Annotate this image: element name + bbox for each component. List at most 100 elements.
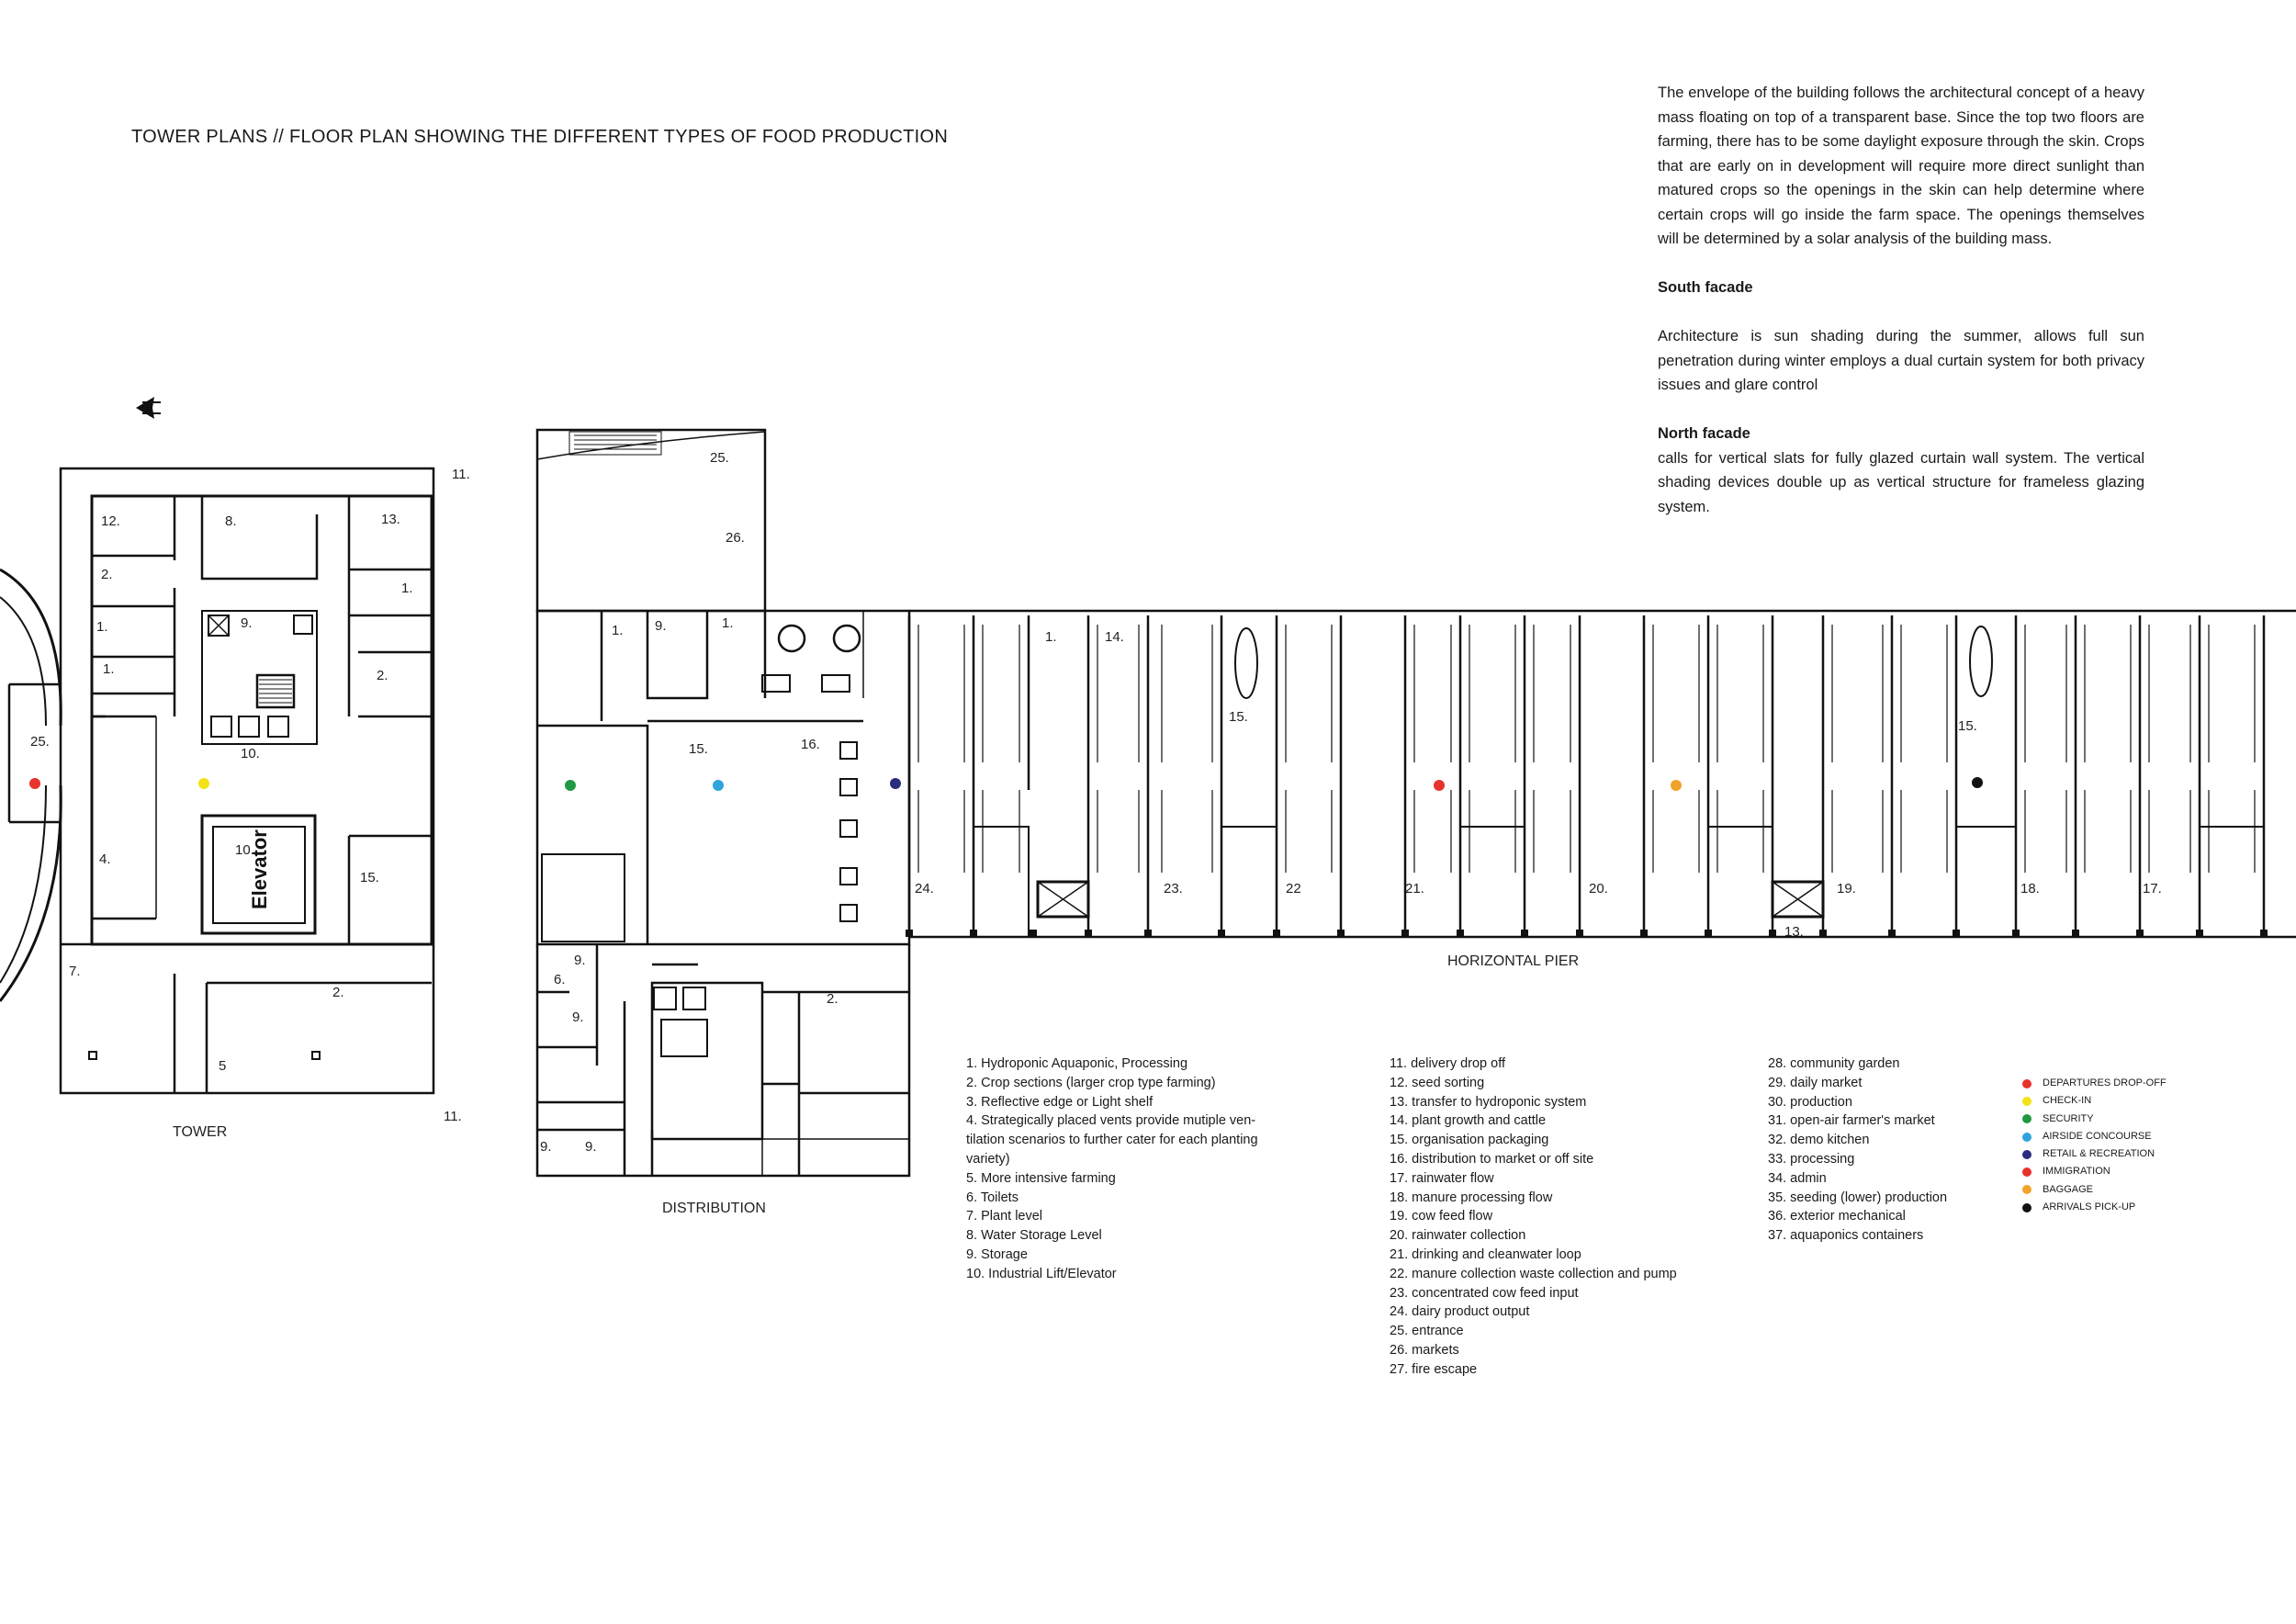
color-dot-icon	[2022, 1114, 2032, 1124]
color-key-item: DEPARTURES DROP-OFF	[2022, 1075, 2167, 1092]
legend-item: 5. More intensive farming	[966, 1170, 1116, 1186]
color-key-label: SECURITY	[2043, 1112, 2094, 1124]
color-key-item: SECURITY	[2022, 1111, 2167, 1128]
legend-item: 9. Storage	[966, 1246, 1028, 1262]
pier-caption: HORIZONTAL PIER	[1447, 953, 1579, 969]
color-key-item: BAGGAGE	[2022, 1181, 2167, 1199]
description-block: The envelope of the building follows the…	[1658, 81, 2144, 519]
legend-item: 16. distribution to market or off site	[1390, 1151, 1594, 1167]
legend-item: 28. community garden	[1768, 1056, 1900, 1071]
north-facade-text: calls for vertical slats for fully glaze…	[1658, 449, 2144, 515]
color-dot-icon	[2022, 1167, 2032, 1178]
north-arrow-icon	[132, 393, 162, 423]
legend-item: 32. demo kitchen	[1768, 1133, 1870, 1148]
legend-item: 25. entrance	[1390, 1324, 1464, 1339]
room-label: 1.	[103, 661, 115, 677]
color-key-item: IMMIGRATION	[2022, 1163, 2167, 1180]
room-label: 9.	[655, 618, 667, 634]
room-label: 26.	[726, 530, 745, 546]
color-key-legend: DEPARTURES DROP-OFF CHECK-IN SECURITY AIRSI…	[2022, 1075, 2167, 1216]
room-label: 5	[219, 1058, 226, 1074]
legend-item: 11. delivery drop off	[1390, 1056, 1506, 1071]
color-dot-icon	[2022, 1132, 2032, 1142]
room-label: 7.	[69, 964, 81, 979]
elevator-label: Elevator	[248, 829, 271, 909]
legend-item: 1. Hydroponic Aquaponic, Processing	[966, 1056, 1188, 1071]
room-label: 13.	[381, 512, 400, 527]
room-label: 6.	[554, 972, 566, 987]
legend-item: 34. admin	[1768, 1170, 1827, 1186]
color-key-item: CHECK-IN	[2022, 1092, 2167, 1110]
color-dot-icon	[2022, 1149, 2032, 1159]
legend-item: 17. rainwater flow	[1390, 1170, 1494, 1186]
legend-item: tilation scenarios to further cater for …	[966, 1133, 1258, 1148]
room-label: 1.	[96, 619, 108, 635]
room-label: 1.	[612, 623, 624, 638]
legend-item: 4. Strategically placed vents provide mu…	[966, 1113, 1256, 1129]
room-label: 15.	[689, 741, 708, 757]
legend-item: 6. Toilets	[966, 1190, 1019, 1205]
room-label: 23.	[1164, 881, 1183, 897]
room-label: 15.	[1229, 709, 1248, 725]
legend-item: 23. concentrated cow feed input	[1390, 1285, 1579, 1301]
color-dot-icon	[2022, 1202, 2032, 1212]
room-label: 11.	[452, 467, 470, 482]
legend-item: 10. Industrial Lift/Elevator	[966, 1266, 1117, 1281]
color-key-label: ARRIVALS PICK-UP	[2043, 1201, 2136, 1213]
legend-item: 26. markets	[1390, 1342, 1459, 1358]
room-label: 18.	[2020, 881, 2040, 897]
room-label: 25.	[710, 450, 729, 466]
room-label: 21.	[1405, 881, 1424, 897]
pier-labels: 1. 14. 15. 15. 24. 23. 22 21. 20. 13. 19…	[915, 629, 2162, 940]
room-label: 1.	[1045, 629, 1057, 645]
legend-item: 15. organisation packaging	[1390, 1133, 1549, 1148]
room-label: 4.	[99, 851, 111, 867]
page-title: TOWER PLANS // FLOOR PLAN SHOWING THE DI…	[131, 127, 949, 147]
tower-caption: TOWER	[173, 1124, 227, 1140]
room-label: 1.	[722, 615, 734, 631]
room-label: 14.	[1105, 629, 1124, 645]
distribution-caption: DISTRIBUTION	[662, 1201, 766, 1216]
room-label: 9.	[585, 1139, 597, 1155]
room-label: 9.	[572, 1009, 584, 1025]
room-label: 19.	[1837, 881, 1856, 897]
room-label: 2.	[101, 567, 113, 582]
legend-column-2: 11. delivery drop off 12. seed sorting 13.…	[1390, 1054, 1677, 1380]
legend-item: 7. Plant level	[966, 1209, 1043, 1224]
color-key-label: DEPARTURES DROP-OFF	[2043, 1077, 2167, 1088]
south-facade-text: Architecture is sun shading during the s…	[1658, 328, 2144, 393]
room-label: 15.	[360, 870, 379, 885]
room-label: 1.	[401, 581, 413, 596]
legend-item: 24. dairy product output	[1390, 1304, 1530, 1320]
tower-plan	[0, 467, 435, 1095]
color-dot-icon	[2022, 1185, 2032, 1195]
legend-item: 31. open-air farmer's market	[1768, 1113, 1935, 1129]
room-label: 2.	[377, 668, 388, 683]
room-label: 15.	[1958, 718, 1977, 734]
legend-item: 12. seed sorting	[1390, 1075, 1485, 1090]
color-key-label: AIRSIDE CONCOURSE	[2043, 1130, 2152, 1142]
legend-item: 37. aquaponics containers	[1768, 1228, 1924, 1244]
legend-item: 29. daily market	[1768, 1075, 1863, 1090]
color-key-label: IMMIGRATION	[2043, 1166, 2110, 1178]
room-label: 24.	[915, 881, 934, 897]
legend-item: 22. manure collection waste collection a…	[1390, 1266, 1677, 1281]
legend-item: 27. fire escape	[1390, 1361, 1478, 1377]
room-label: 2.	[332, 985, 344, 1000]
legend-item: 8. Water Storage Level	[966, 1228, 1102, 1244]
legend-item: variety)	[966, 1151, 1010, 1167]
room-label: 10.	[235, 842, 254, 858]
room-label: 13.	[1784, 924, 1804, 940]
room-label: 12.	[101, 513, 120, 529]
legend-item: 20. rainwater collection	[1390, 1228, 1526, 1244]
room-label: 10.	[241, 746, 260, 761]
room-label: 9.	[241, 615, 253, 631]
legend-item: 13. transfer to hydroponic system	[1390, 1094, 1587, 1110]
legend-item: 35. seeding (lower) production	[1768, 1190, 1948, 1205]
room-label: 22	[1286, 881, 1301, 897]
legend-item: 19. cow feed flow	[1390, 1209, 1493, 1224]
room-label: 11.	[444, 1109, 462, 1124]
